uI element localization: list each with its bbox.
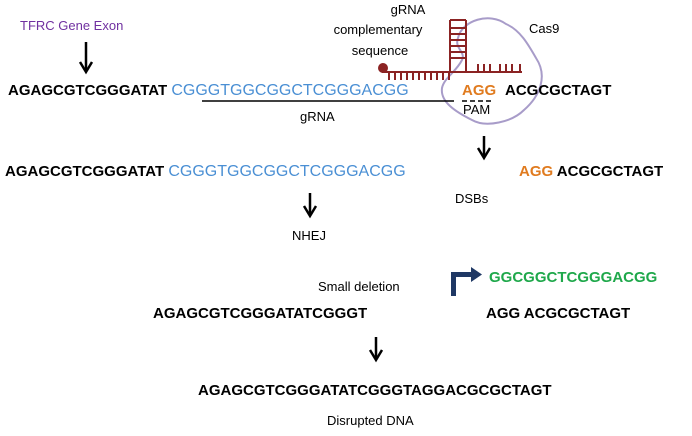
- cas9-outline: [440, 17, 543, 125]
- row2-sequence: AGAGCGTCGGGATAT CGGGTGGCGGCTCGGGACGG: [5, 163, 406, 180]
- down-arrow-final: [368, 337, 384, 363]
- grna-scaffold: [382, 19, 522, 80]
- row3-left-sequence: AGAGCGTCGGGATATCGGGT: [153, 305, 367, 322]
- bent-arrow: [451, 267, 482, 296]
- row2-grna: CGGGTGGCGGCTCGGGACGG: [168, 163, 405, 180]
- cas9-label: Cas9: [529, 21, 559, 36]
- deleted-sequence: GGCGGCTCGGGACGG: [489, 269, 657, 286]
- nhej-label: NHEJ: [292, 228, 326, 243]
- row1-sequence: AGAGCGTCGGGATAT CGGGTGGCGGCTCGGGACGG AGG…: [8, 82, 611, 99]
- row2-right: ACGCGCTAGT: [557, 163, 663, 180]
- row1-left: AGAGCGTCGGGATAT: [8, 82, 167, 99]
- grna-label: gRNA: [300, 109, 335, 124]
- grna-comp-label-line1: gRNA: [391, 2, 426, 17]
- down-arrow-cut: [476, 136, 492, 161]
- grna-strand-end: [378, 63, 388, 73]
- down-arrow-nhej: [302, 193, 318, 219]
- pam-label: PAM: [463, 102, 490, 117]
- row1-pam: AGG: [462, 82, 496, 99]
- row2-right-sequence: AGG ACGCGCTAGT: [519, 163, 663, 180]
- final-sequence: AGAGCGTCGGGATATCGGGTAGGACGCGCTAGT: [198, 382, 552, 399]
- row3-right-sequence: AGG ACGCGCTAGT: [486, 305, 630, 322]
- down-arrow-exon: [78, 42, 94, 75]
- row1-right: ACGCGCTAGT: [505, 82, 611, 99]
- row1-grna: CGGGTGGCGGCTCGGGACGG: [171, 82, 408, 99]
- row2-pam: AGG: [519, 163, 553, 180]
- grna-comp-label-line2: complementary: [334, 22, 423, 37]
- grna-comp-label-line3: sequence: [352, 43, 408, 58]
- small-deletion-label: Small deletion: [318, 279, 400, 294]
- disrupted-dna-label: Disrupted DNA: [327, 413, 414, 428]
- row2-left: AGAGCGTCGGGATAT: [5, 163, 164, 180]
- dsbs-label: DSBs: [455, 191, 489, 206]
- gene-exon-label: TFRC Gene Exon: [20, 18, 123, 33]
